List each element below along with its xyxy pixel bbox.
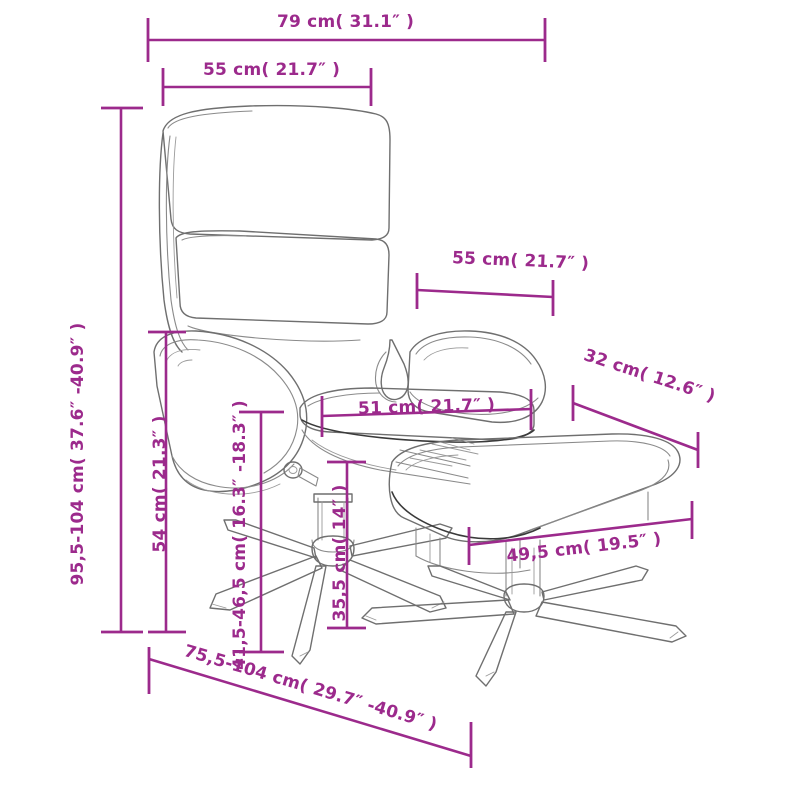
dim-seat-height: [327, 460, 366, 630]
dim-armrest-height: [239, 410, 284, 654]
dim-label-backrest-width: 55 cm( 21.7″ ): [203, 60, 341, 80]
side-lever: [374, 339, 409, 403]
swivel-knob: [283, 461, 319, 487]
dim-label-armrest-height: 41,5-46,5 cm( 16.3″ -18.3″ ): [230, 400, 250, 670]
dim-label-overall-width: 79 cm( 31.1″ ): [277, 12, 415, 32]
dimension-lines: [101, 18, 700, 768]
footstool-cushion: [388, 433, 681, 543]
dim-label-overall-height: 95,5-104 cm( 37.6″ -40.9″ ): [68, 322, 88, 586]
dim-seat-width: [320, 389, 533, 437]
dim-label-backrest-height: 54 cm( 21.3″ ): [150, 415, 170, 553]
footstool-frame: [415, 491, 649, 574]
dim-backrest-height: [148, 330, 186, 634]
backrest-frame: [158, 132, 189, 353]
dim-footstool-width: [467, 501, 694, 565]
dim-label-seat-height: 35,5 cm( 14″ ): [330, 484, 350, 622]
armrest-right: [407, 330, 547, 424]
dim-backrest-width: [161, 68, 373, 106]
footstool-star-base: [361, 565, 687, 687]
dim-overall-height: [101, 106, 143, 634]
dim-overall-depth: [147, 647, 473, 768]
dim-overall-width: [146, 18, 547, 62]
chair-illustration: [153, 104, 687, 687]
dim-footstool-depth: [571, 385, 700, 468]
dim-label-seat-width: 51 cm( 21.7″ ): [357, 395, 496, 419]
backrest-cushion: [175, 230, 390, 325]
headrest-cushion: [162, 104, 391, 241]
dim-seat-depth: [415, 273, 555, 316]
